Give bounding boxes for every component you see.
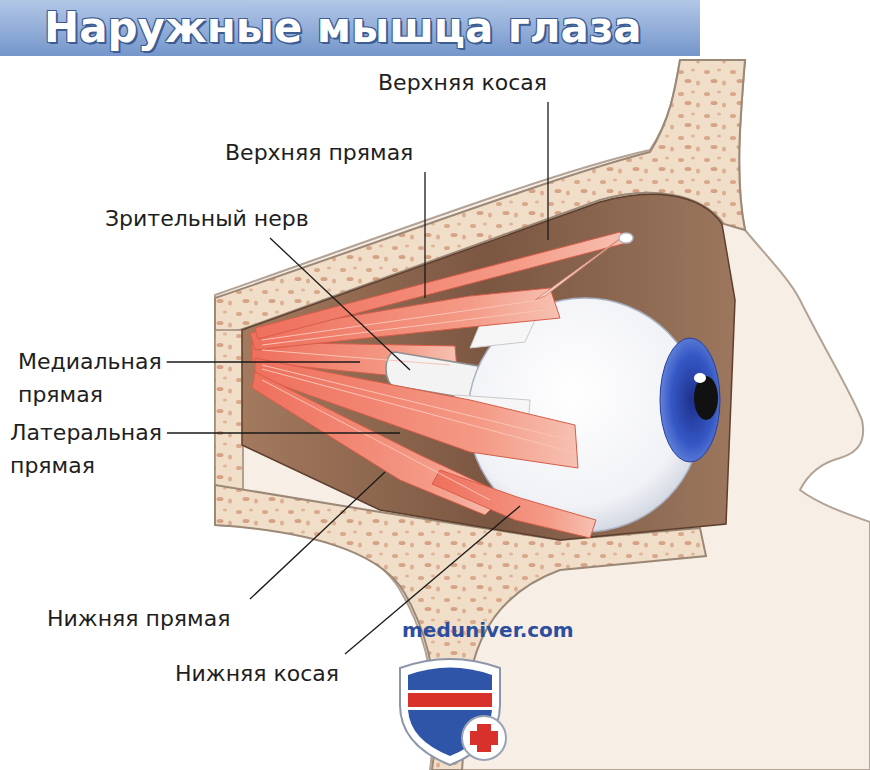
part-label: Латеральная прямая — [10, 416, 162, 482]
leader-line — [167, 361, 360, 362]
muscle-fibres — [262, 300, 572, 500]
part-label: Медиальная прямая — [18, 345, 162, 411]
part-label: Верхняя прямая — [225, 136, 413, 169]
leader-line — [250, 472, 385, 599]
part-label: Нижняя косая — [175, 657, 339, 690]
part-label: Верхняя косая — [378, 66, 547, 99]
part-label: Нижняя прямая — [47, 602, 230, 635]
watermark: meduniver.com — [402, 616, 574, 644]
inferior-oblique-muscle — [432, 470, 596, 538]
leader-line — [270, 238, 410, 370]
leader-line — [167, 432, 400, 433]
logo-shield — [400, 659, 506, 765]
pupil — [694, 376, 718, 420]
leader-line — [547, 102, 548, 240]
superior-oblique-tendon — [535, 236, 624, 300]
iris — [660, 338, 720, 462]
part-label: Зрительный нерв — [105, 202, 309, 235]
leader-line — [424, 172, 425, 298]
highlight — [694, 373, 706, 383]
orbit-cavity — [242, 194, 735, 540]
diagram-title: Наружные мышца глаза — [44, 2, 642, 54]
trochlea — [619, 233, 633, 243]
orbit-apex-bone — [215, 330, 243, 490]
